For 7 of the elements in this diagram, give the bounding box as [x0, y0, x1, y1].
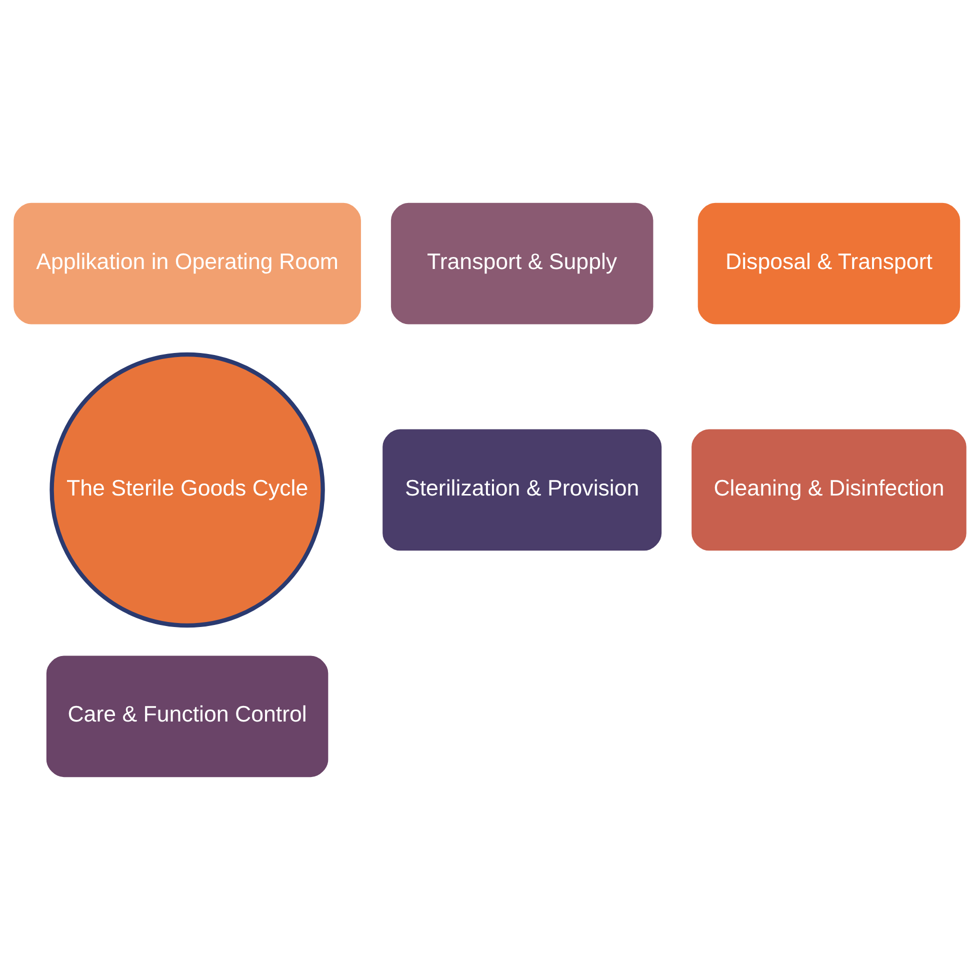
node-box: Transport & Supply — [390, 202, 654, 324]
node-box: Applikation in Operating Room — [14, 202, 361, 324]
node-box: Cleaning & Disinfection — [692, 429, 966, 551]
node-circle: The Sterile Goods Cycle — [50, 352, 325, 628]
node-box: Sterilization & Provision — [382, 429, 662, 551]
node-box: Care & Function Control — [46, 656, 328, 778]
node-box: Disposal & Transport — [698, 202, 960, 324]
